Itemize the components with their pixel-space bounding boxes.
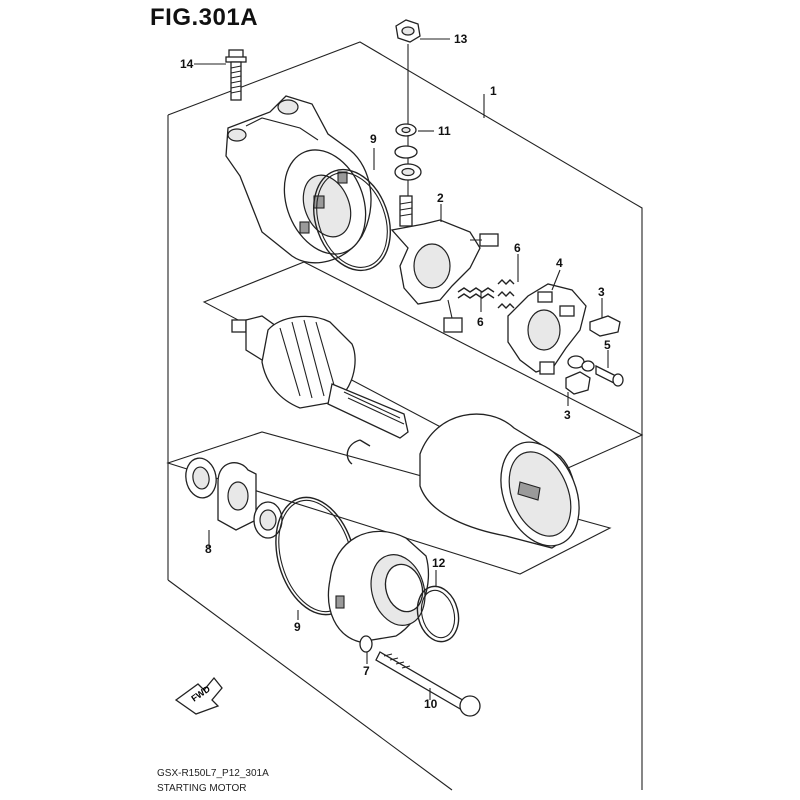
- callout-3-upper: 3: [598, 285, 605, 299]
- nut-14: [395, 19, 421, 43]
- callout-1: 1: [490, 84, 497, 98]
- armature-section-frame: [202, 261, 644, 481]
- washer-7: [359, 635, 373, 653]
- end-cover: [327, 530, 430, 643]
- spring-6-upper: [497, 279, 515, 309]
- assembly-outline: [167, 41, 643, 791]
- screw-5: [567, 355, 624, 387]
- clip-3-lower: [565, 371, 591, 395]
- model-code: GSX-R150L7_P12_301A: [157, 768, 269, 779]
- brush-plate-4: [507, 283, 587, 375]
- washer-11: [394, 123, 422, 181]
- callout-13: 14: [180, 57, 194, 71]
- spring-6-lower: [457, 287, 495, 299]
- shim-8: [185, 457, 283, 539]
- armature: [231, 315, 409, 439]
- yoke-cylinder: [419, 413, 580, 549]
- clip-3-upper: [589, 315, 621, 337]
- callout-11: 11: [438, 124, 451, 138]
- callout-9-lower: 9: [294, 620, 301, 634]
- terminal-bolt: [399, 195, 413, 227]
- callout-9-top: 9: [370, 132, 377, 146]
- callout-12: 12: [432, 556, 446, 570]
- fwd-direction-arrow: FWD: [174, 676, 223, 715]
- callout-8: 8: [205, 542, 212, 556]
- callout-2: 2: [437, 191, 444, 205]
- callout-7: 7: [363, 664, 370, 678]
- bolt-13: [225, 49, 247, 101]
- figure-title: FIG.301A: [150, 4, 259, 31]
- brush-holder-2: [390, 219, 499, 333]
- callout-numbers: 14 13 1 11 9 2 6 4 3 6 5 3 8 12 9 7 10: [180, 32, 611, 711]
- snap-ring: [346, 439, 371, 465]
- leader-lines: [194, 38, 609, 700]
- callout-14: 13: [454, 32, 468, 46]
- callout-10: 10: [424, 697, 438, 711]
- callout-4: 4: [556, 256, 563, 270]
- o-ring-9-top: [313, 168, 391, 272]
- o-ring-12: [416, 585, 460, 643]
- callout-3-lower: 3: [564, 408, 571, 422]
- yoke-housing: [225, 95, 372, 264]
- callout-5: 5: [604, 338, 611, 352]
- callout-6-upper: 6: [514, 241, 521, 255]
- long-bolt-10: [375, 651, 481, 717]
- callout-6-lower: 6: [477, 315, 484, 329]
- assembly-name: STARTING MOTOR: [157, 783, 247, 794]
